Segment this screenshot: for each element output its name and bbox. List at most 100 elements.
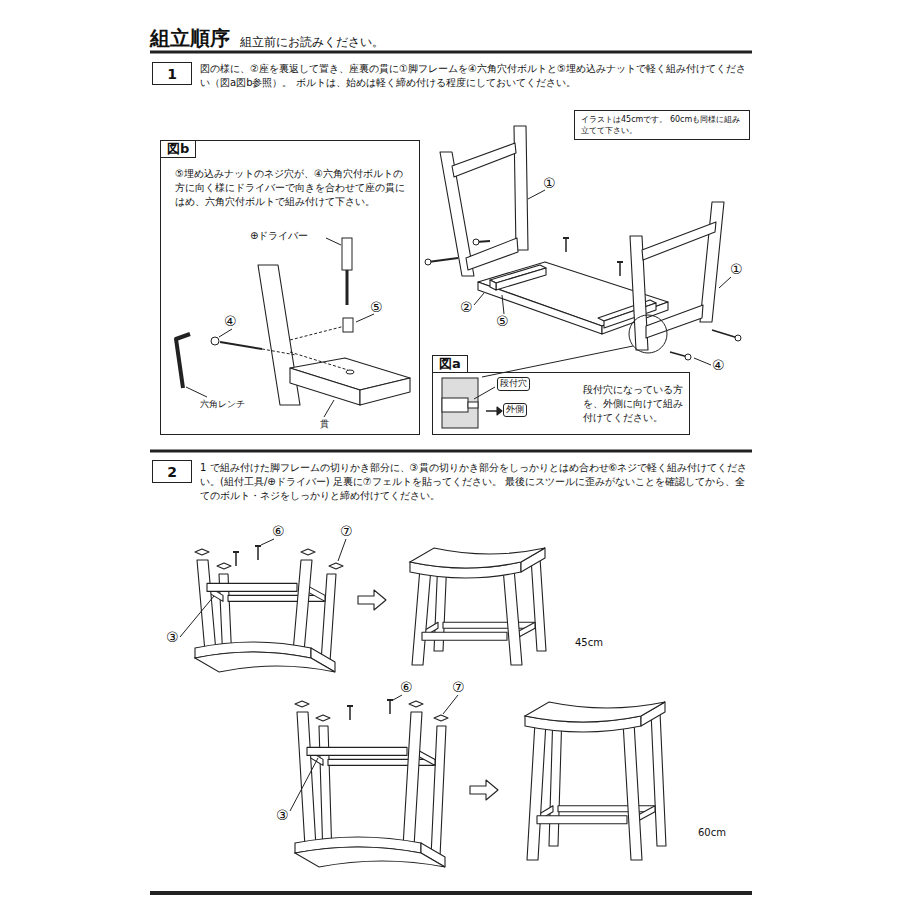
leg [514, 126, 528, 250]
bolt-path [262, 349, 296, 355]
frame-apron [466, 238, 518, 270]
stretcher [307, 747, 407, 755]
leg [321, 574, 336, 662]
felt-pad [329, 563, 343, 569]
felt-pad [301, 549, 315, 555]
leader-line [324, 400, 334, 417]
nut-hole [346, 370, 354, 374]
tool-label: ⊕ドライバー [250, 229, 308, 243]
rail [496, 268, 546, 290]
screw [389, 700, 391, 714]
seat-top [525, 702, 665, 722]
callout-number: ④ [224, 312, 237, 332]
stool-upside-down [295, 712, 446, 867]
bolt [428, 258, 458, 262]
stretcher [422, 632, 507, 640]
stepped-hole [468, 402, 478, 408]
dimension-label: 60cm [698, 826, 726, 840]
leader-line [338, 539, 346, 561]
screw [235, 552, 237, 566]
bolt-head [685, 354, 691, 360]
section [442, 378, 478, 428]
screwdriver-handle [342, 238, 352, 270]
leg [319, 726, 332, 857]
leader-line [326, 238, 341, 245]
bolt-head [473, 239, 479, 245]
callout-number: ⑥ [272, 522, 285, 542]
bolt-head [735, 335, 741, 341]
leader-line [261, 539, 274, 545]
step-number: 1 [167, 65, 177, 83]
leader-line [474, 387, 495, 399]
embedded-nut [343, 318, 353, 332]
screw-head [563, 237, 569, 239]
felt-pad [195, 549, 209, 555]
leader-line [502, 295, 504, 314]
leg [531, 558, 546, 651]
part-label: 貫 [320, 418, 329, 431]
leg [549, 712, 562, 846]
figure-heading: 図a [432, 355, 468, 373]
guide-line [290, 352, 348, 370]
leader-line [219, 329, 232, 337]
callout-number: ⑦ [452, 678, 465, 698]
detail-panel: 図b⑤埋め込みナットのネジ穴が、④六角穴付ボルトの方に向く様にドライバーで向きを… [160, 140, 420, 435]
leader-line [290, 758, 318, 811]
leader-line [393, 695, 402, 700]
leg [623, 722, 642, 860]
stretcher [537, 816, 627, 824]
leader-line [474, 293, 484, 305]
rule [150, 51, 752, 54]
bolt [712, 330, 738, 338]
felt-pad [316, 715, 330, 721]
felt-pad [217, 563, 231, 569]
stool-upside-down [195, 560, 336, 672]
rule [150, 891, 752, 895]
screw [257, 546, 259, 560]
callout-number: ⑤ [370, 298, 383, 318]
leg [503, 568, 522, 665]
callout-number: ⑥ [400, 678, 413, 698]
magnifier-circle [629, 315, 667, 353]
stretcher [228, 595, 324, 601]
callout-number: ⑦ [340, 522, 353, 542]
seat-top [410, 548, 545, 568]
bolt [220, 342, 262, 349]
rail [490, 280, 496, 290]
tool-label: 六角レンチ [200, 398, 245, 411]
subtitle: 組立前にお読みください。 [240, 34, 384, 51]
leg [197, 560, 216, 652]
screw [565, 238, 567, 252]
seat-top [295, 847, 445, 867]
frame-apron [646, 305, 703, 338]
instruction-text: 図の様に、②座を裏返して置き、座裏の貫に①脚フレームを④六角穴付ボルトと⑤埋め込… [200, 62, 752, 90]
felt-pad [295, 701, 309, 707]
callout-number: ② [460, 298, 473, 318]
bolt-head [425, 259, 431, 265]
leader-line [180, 596, 214, 637]
process-arrow [358, 590, 386, 610]
note-box: イラストは45cmです。 60cmも同様に組み立てて下さい。 [574, 110, 750, 140]
screw-head [617, 261, 623, 263]
screw-head [255, 545, 261, 547]
leg [412, 568, 431, 665]
process-arrow [470, 780, 498, 800]
leg [431, 726, 446, 857]
step-number-box: 1 [152, 62, 192, 85]
leg [651, 712, 666, 846]
leader-line [443, 695, 458, 714]
step-number-box: 2 [152, 460, 192, 483]
figure-heading: 図b [160, 140, 196, 158]
stepped-hole [442, 398, 468, 412]
felt-pad [409, 701, 423, 707]
rule [150, 450, 752, 453]
screw [619, 262, 621, 276]
stretcher [443, 622, 534, 628]
callout-number: ④ [712, 356, 725, 376]
callout-number: ⑤ [496, 312, 509, 332]
screw-head [387, 699, 393, 701]
rail [290, 368, 360, 405]
leg [700, 202, 724, 322]
leader-line [356, 314, 374, 322]
